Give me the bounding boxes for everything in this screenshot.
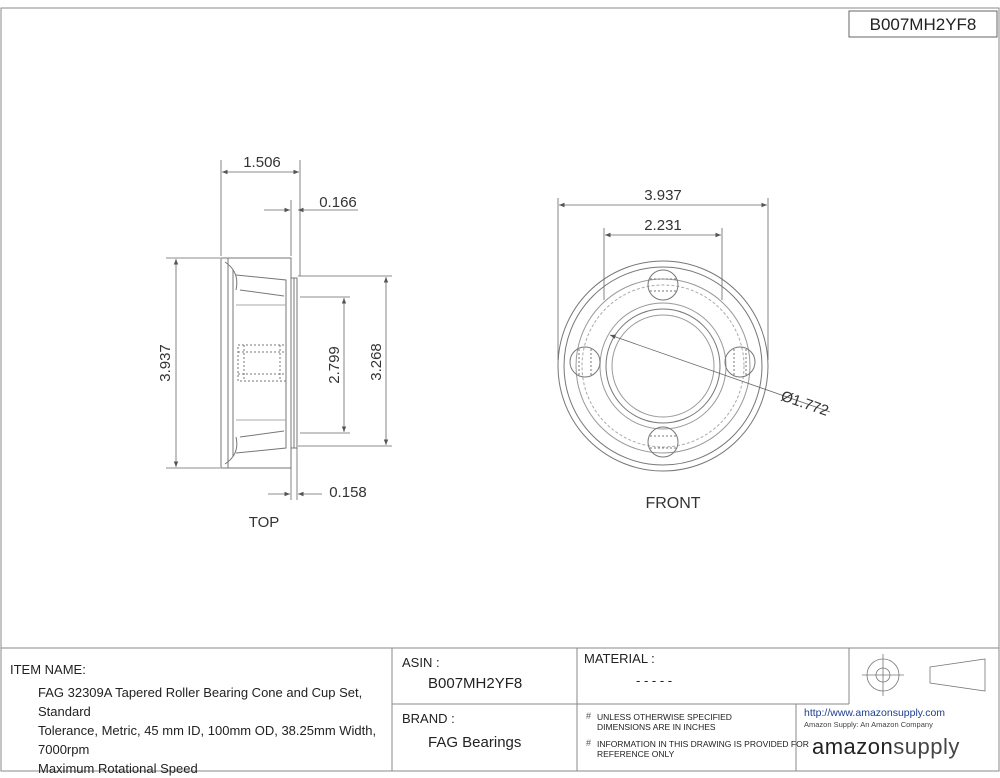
dim-outer-diameter: 3.937 (157, 344, 174, 382)
svg-text:#: # (586, 738, 591, 748)
front-view-dimensions (557, 198, 831, 413)
item-name-label: ITEM NAME: (10, 662, 86, 677)
note-units-line: UNLESS OTHERWISE SPECIFIED (597, 712, 732, 722)
material-label: MATERIAL : (584, 651, 655, 666)
item-name-line: Maximum Rotational Speed (38, 761, 198, 776)
dim-bore-diameter: Ø1.772 (779, 388, 831, 420)
dim-front-outer: 3.937 (644, 187, 682, 204)
company-url[interactable]: http://www.amazonsupply.com (804, 707, 946, 719)
projection-symbol (862, 654, 986, 696)
asin-label: ASIN : (402, 655, 440, 670)
dim-front-middle: 2.231 (644, 217, 682, 234)
asin-value: B007MH2YF8 (428, 675, 523, 692)
logo-amazon: amazon (812, 734, 894, 759)
top-view-label: TOP (249, 514, 280, 531)
company-line: Amazon Supply: An Amazon Company (804, 720, 933, 729)
material-value: - - - - - (636, 673, 673, 688)
front-view (557, 260, 769, 472)
roller-right (724, 346, 756, 378)
brand-label: BRAND : (402, 711, 455, 726)
item-name-line: FAG 32309A Tapered Roller Bearing Cone a… (38, 685, 363, 719)
inner-bore-circle (605, 308, 721, 424)
note-units-line: DIMENSIONS ARE IN INCHES (597, 722, 716, 732)
logo-supply: supply (893, 734, 960, 759)
dim-flange-width: 0.166 (319, 194, 357, 211)
note-markers: # # (586, 711, 591, 748)
note-reference: INFORMATION IN THIS DRAWING IS PROVIDED … (597, 739, 809, 759)
amazonsupply-logo: amazonsupply (812, 734, 960, 760)
dim-cone-offset: 0.158 (329, 484, 367, 501)
note-reference-line: INFORMATION IN THIS DRAWING IS PROVIDED … (597, 739, 809, 749)
asin-box: B007MH2YF8 (848, 10, 998, 38)
svg-text:#: # (586, 711, 591, 721)
sheet-border (0, 7, 1000, 772)
roller-left (569, 346, 601, 378)
top-view-dimension-labels: 1.506 0.166 3.937 2.799 3.268 0.158 TOP (157, 154, 385, 531)
front-view-label: FRONT (645, 495, 700, 512)
brand-value: FAG Bearings (428, 734, 522, 751)
item-name-line: Tolerance, Metric, 45 mm ID, 100mm OD, 3… (38, 723, 377, 757)
title-block-lines (1, 647, 999, 771)
note-reference-line: REFERENCE ONLY (597, 749, 675, 759)
top-view-dimensions (166, 160, 392, 500)
outer-ring-circle (557, 260, 769, 472)
roller-window (237, 344, 287, 382)
dim-inner-taper: 2.799 (326, 346, 343, 384)
dim-cone-diameter: 3.268 (368, 343, 385, 381)
roller-bottom (647, 426, 679, 458)
item-name-text: FAG 32309A Tapered Roller Bearing Cone a… (38, 683, 388, 778)
roller-top (647, 269, 679, 301)
front-view-dimension-labels: 3.937 2.231 Ø1.772 FRONT (644, 187, 831, 512)
asin-box-text: B007MH2YF8 (870, 15, 977, 34)
top-view (220, 257, 298, 469)
note-units: UNLESS OTHERWISE SPECIFIED DIMENSIONS AR… (597, 712, 732, 732)
dim-width-total: 1.506 (243, 154, 281, 171)
